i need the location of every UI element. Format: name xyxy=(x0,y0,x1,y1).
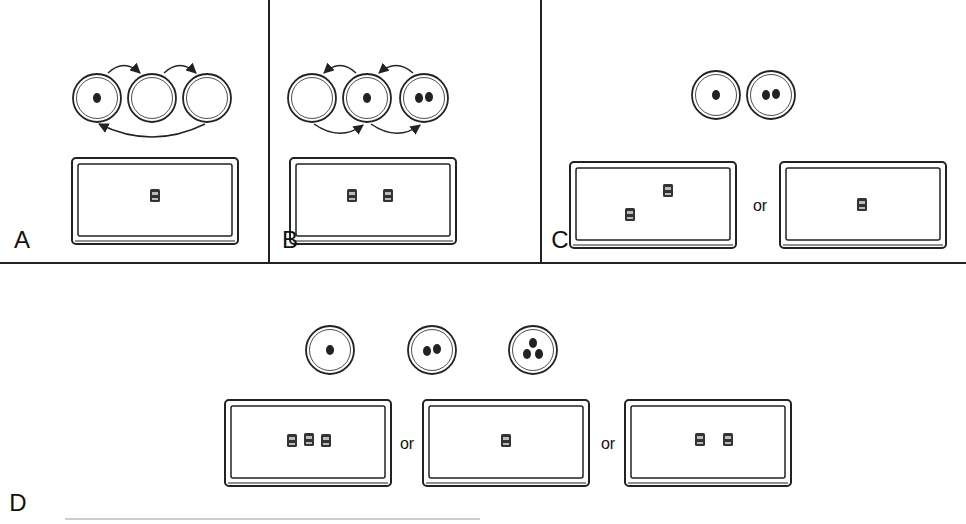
or-label: or xyxy=(400,436,414,452)
panel-letter: B xyxy=(282,228,298,252)
or-label: or xyxy=(601,436,615,452)
panel-letter: C xyxy=(551,228,568,252)
panel-letter: A xyxy=(14,228,30,252)
panel-c-art xyxy=(570,71,946,248)
panel-b-art xyxy=(288,66,456,245)
panel-a-art xyxy=(72,66,238,245)
or-label: or xyxy=(753,198,767,214)
panel-d-art xyxy=(225,326,791,486)
panel-letter: D xyxy=(9,491,26,515)
